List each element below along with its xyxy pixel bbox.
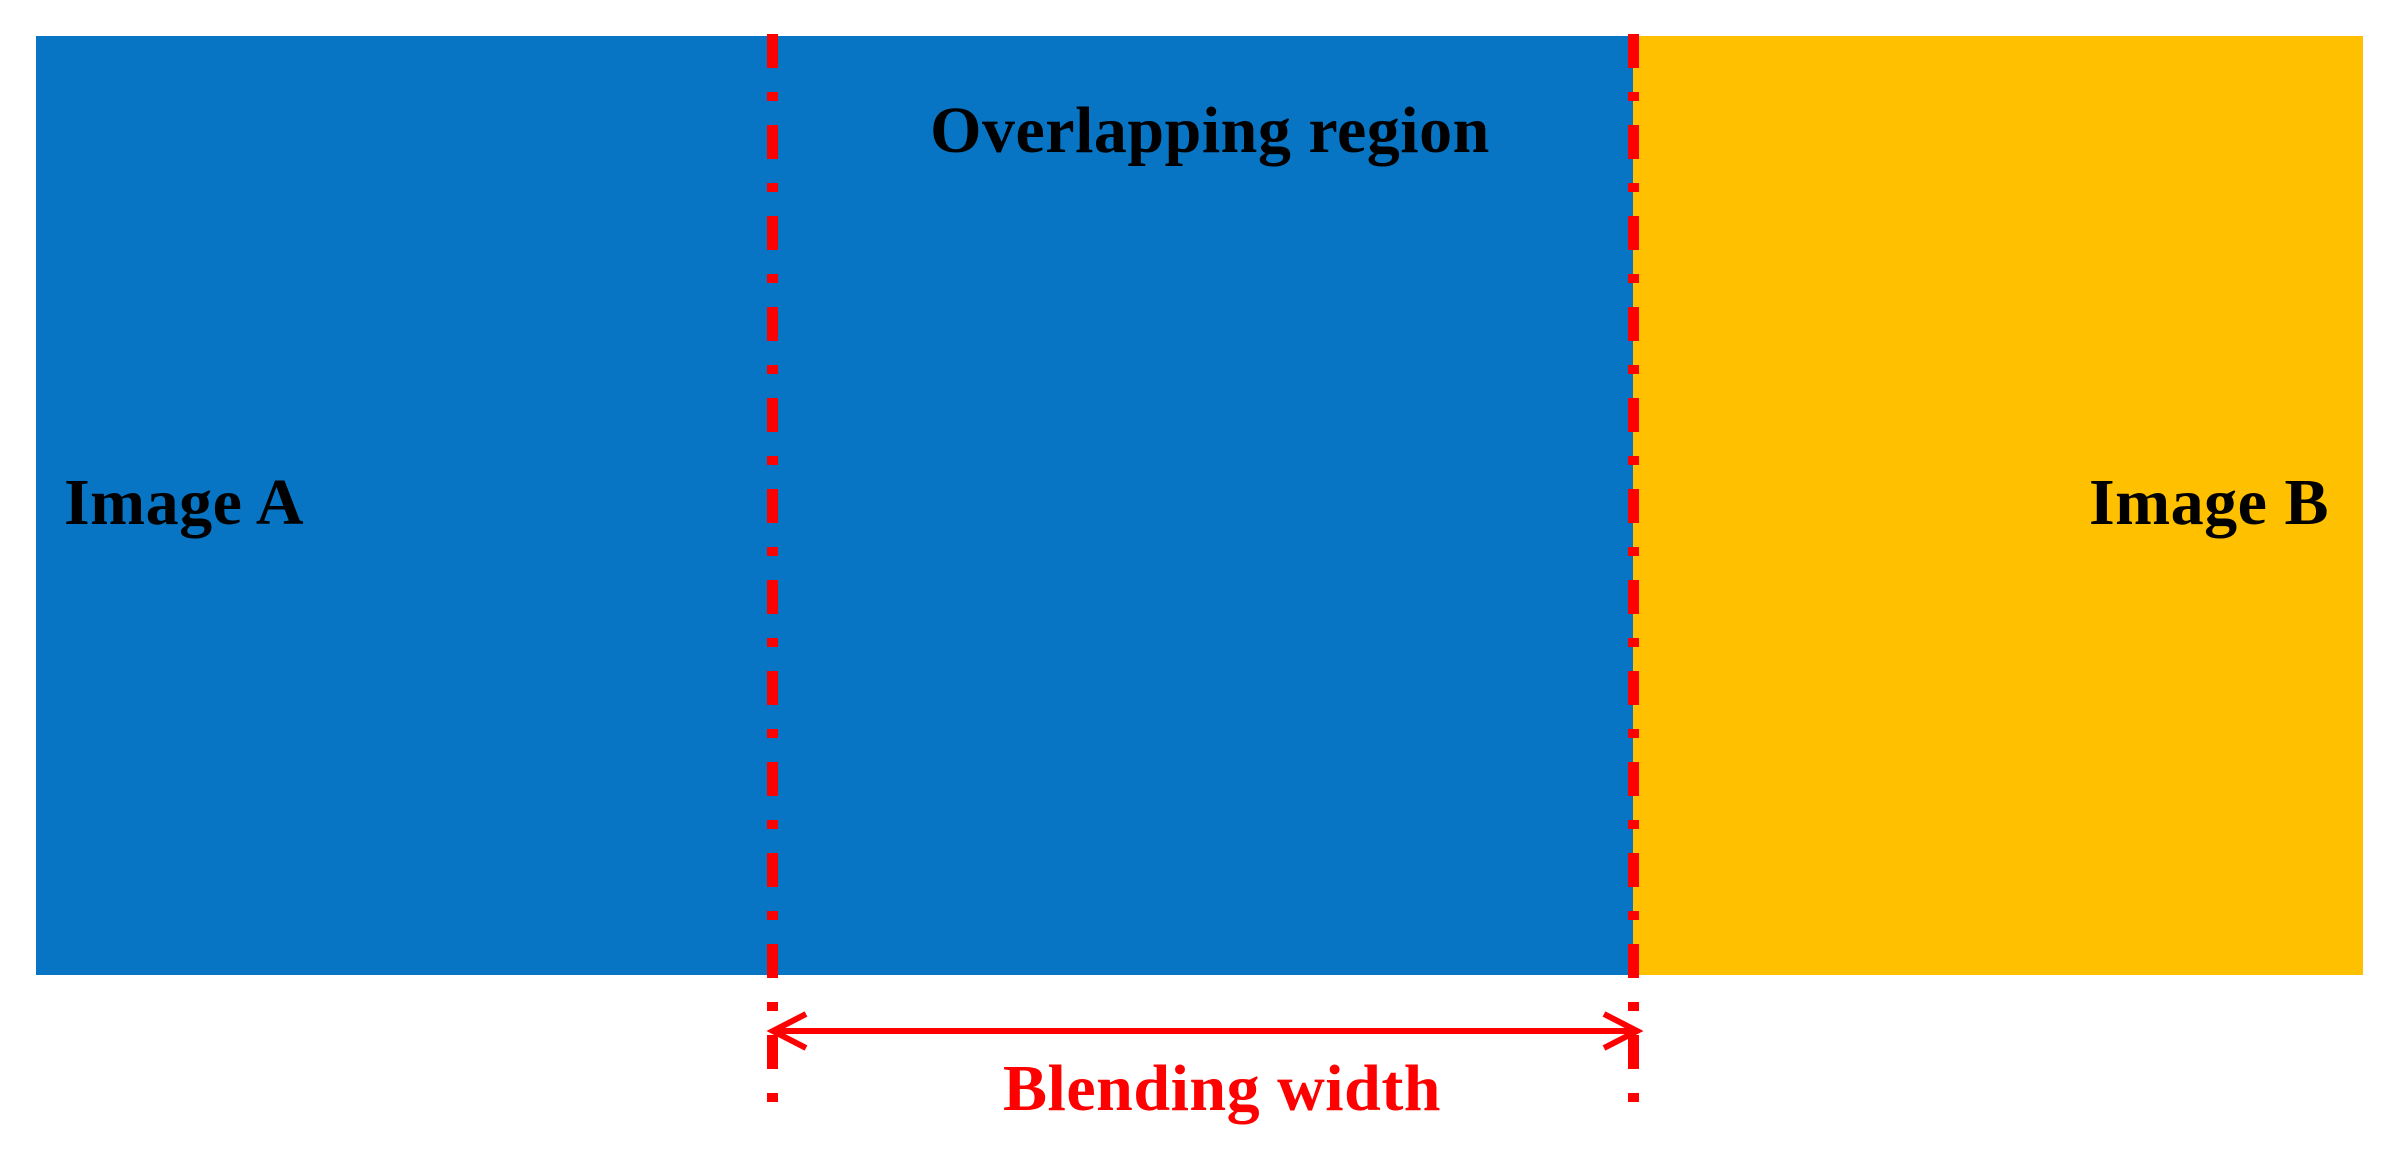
panel-label-image-b: Image B [2089,466,2329,539]
blending-width-label: Blending width [1003,1052,1441,1125]
panel-image-b [1633,36,2363,975]
blending-width-dimension-arrow [760,1008,1650,1054]
double-arrow-icon [766,1011,1644,1051]
overlap-end-boundary-line [1628,34,1639,1118]
overlapping-region-label: Overlapping region [930,94,1490,167]
panel-label-image-a: Image A [64,466,304,539]
overlap-start-boundary-line [767,34,778,1118]
vertical-dash-dot-line-icon [1628,34,1639,1118]
vertical-dash-dot-line-icon [767,34,778,1118]
panel-image-a [36,36,1633,975]
